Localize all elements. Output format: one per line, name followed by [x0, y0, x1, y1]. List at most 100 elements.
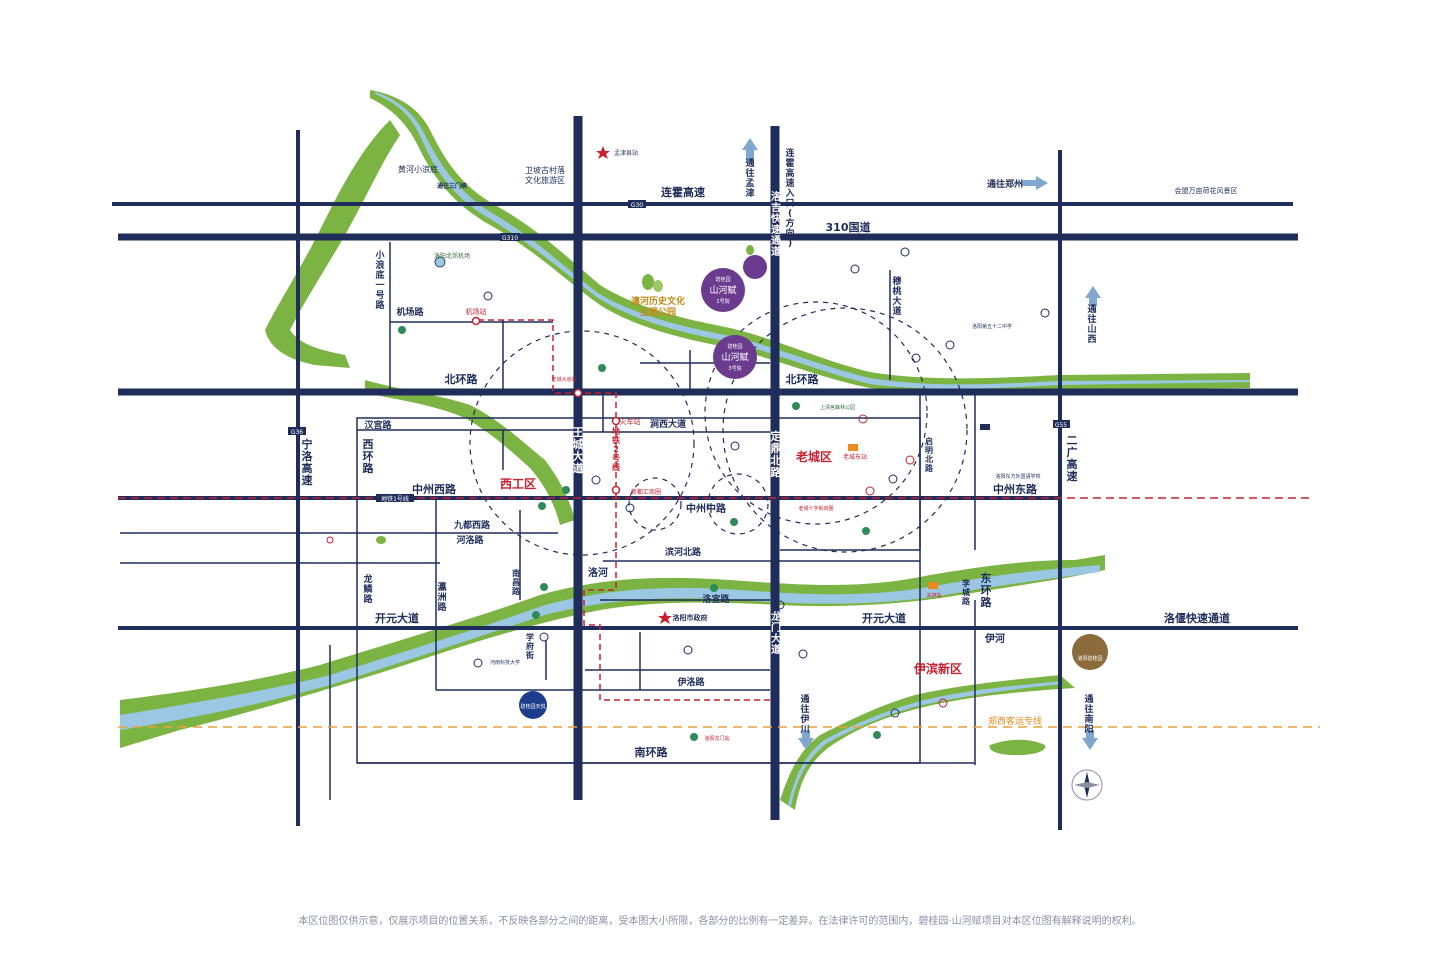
label-kaiyuan-e: 开元大道	[862, 611, 906, 625]
poi-mudan: 会盟万亩荷花风景区	[1175, 186, 1238, 195]
bgy-3-badge: 碧桂园 山河赋 3号院	[713, 335, 757, 379]
direction-sanmenxia: 通往三门峡	[437, 182, 467, 190]
label-zhongzhou-m: 中州中路	[686, 502, 727, 515]
label-xihuan: 西环路	[363, 438, 375, 475]
poi-kexue: 河南科技大学	[490, 659, 520, 666]
label-binhe: 滨河北路	[665, 546, 702, 558]
major-roads	[112, 116, 1298, 830]
label-yingzhou: 瀛洲路	[437, 581, 447, 613]
label-longlin: 龙鳞路	[362, 573, 373, 605]
poi-wangcheng-station: 王城大道站	[551, 376, 576, 383]
poi-city-gov: 洛阳市政府	[673, 613, 708, 622]
disclaimer-text: 本区位图仅供示意，仅展示项目的位置关系，不反映各部分之间的距离，受本图大小所限，…	[298, 916, 1142, 927]
poi-longmen-station: 洛阳龙门站	[704, 735, 729, 742]
bgy-1-badge: 碧桂园 山河赋 1号院	[701, 268, 745, 312]
poi-dongfang: 洛阳东方外国语学校	[995, 473, 1040, 480]
label-zhengxi: 郑西客运专线	[988, 715, 1042, 727]
label-longmen: 龙门大道	[770, 610, 781, 656]
label-qiming: 启明北路	[925, 436, 934, 473]
poi-laocheng-shizi: 老城十字街商圈	[798, 505, 833, 512]
label-lianhuo: 连霍高速	[661, 185, 705, 199]
label-nanchang: 南昌路	[512, 568, 521, 596]
poi-markers	[326, 247, 1050, 741]
poi-huanghe: 黄河小浪底	[398, 164, 438, 174]
label-310: 310国道	[826, 220, 871, 234]
label-yihe: 伊河	[984, 632, 1005, 645]
label-muyuan: 穆桃大道	[892, 275, 901, 317]
poi-lake-park: 上清宫森林公园	[820, 404, 855, 411]
poi-airport: 洛阳北郊机场	[434, 252, 470, 260]
bgy-tianyue-name: 碧桂园天悦	[520, 703, 545, 710]
label-beihuan-e: 北环路	[786, 372, 820, 386]
label-luoyan: 洛偃快速通道	[1164, 611, 1230, 625]
label-beihuan-w: 北环路	[445, 372, 479, 386]
yi-river	[780, 675, 1075, 810]
label-nanhuan: 南环路	[635, 745, 669, 759]
poi-weipo: 卫坡古村落文化旅游区	[525, 165, 565, 185]
metro1-badge: 地铁1号线	[381, 495, 409, 503]
label-jichang: 机场路	[396, 306, 424, 318]
highway-badges: G30 G310 G36 G55 地铁1号线	[288, 200, 1070, 503]
poi-train-station: 火车站	[620, 417, 641, 426]
label-luoji: 洛吉快速通道	[770, 190, 782, 258]
poi-chanhe-park: 瀍河历史文化主题公园	[631, 295, 685, 318]
label-kaiyuan-w: 开元大道	[375, 611, 419, 625]
label-lianhuo-entrance: 连霍高速入口(方向)	[784, 147, 795, 249]
bgy-small-badge	[743, 255, 767, 279]
poi-mengjin-station: 孟津县站	[614, 149, 638, 157]
direction-mengjin: 通往孟津	[745, 157, 754, 199]
southeast-green	[989, 739, 1046, 756]
g55-badge: G55	[1055, 422, 1067, 429]
label-luoyi: 洛宜路	[702, 593, 730, 605]
label-erguang: 二广高速	[1067, 434, 1078, 483]
poi-laochengdong: 老城东站	[843, 453, 867, 461]
g310-badge: G310	[502, 235, 518, 242]
bgy-1-name: 山河赋	[709, 284, 736, 296]
direction-nanyang: 通往南阳	[1084, 693, 1093, 735]
label-jiudu: 九都西路	[453, 519, 491, 531]
direction-arrows	[742, 138, 1101, 750]
metro-line-2	[478, 319, 772, 701]
label-luohe: 洛河	[588, 566, 608, 579]
district-laocheng: 老城区	[796, 449, 832, 464]
poi-xindu: 新都汇商圈	[631, 488, 661, 496]
g30-badge: G30	[631, 202, 643, 209]
label-yiluo: 伊洛路	[676, 676, 705, 688]
label-heluo: 河洛路	[456, 534, 484, 546]
luo-river	[120, 555, 1105, 748]
district-yibin: 伊滨新区	[913, 661, 962, 676]
chan-river	[370, 90, 1250, 393]
label-hangong: 汉宫路	[364, 419, 392, 431]
direction-shanxi: 通往山西	[1087, 303, 1096, 345]
poi-school-52: 洛阳第五十二中学	[972, 323, 1012, 330]
bgy-3-no: 3号院	[728, 365, 741, 372]
label-wangcheng: 王城大道	[573, 426, 584, 475]
bgy-1-brand: 碧桂园	[715, 276, 730, 283]
label-zhongzhou-w: 中州西路	[412, 482, 457, 496]
label-dingding: 定鼎北路	[771, 429, 783, 479]
bgy-logo-name: 洛阳碧桂园	[1077, 655, 1102, 662]
park-trees	[376, 245, 754, 544]
label-xiaolangdi: 小浪底一号路	[374, 249, 385, 311]
poi-jichang-station: 机场站	[466, 307, 487, 316]
radius-circles	[469, 301, 968, 556]
secondary-roads	[120, 242, 976, 800]
bgy-3-name: 山河赋	[721, 351, 748, 363]
poi-guanlin-station: 关林站	[926, 592, 941, 599]
label-xuefu: 学府街	[525, 632, 534, 660]
direction-yichuan: 通往伊川	[799, 693, 809, 735]
bgy-logo-badge: 洛阳碧桂园	[1072, 634, 1108, 670]
bgy-tianyue-badge: 碧桂园天悦	[519, 691, 547, 719]
bgy-1-no: 1号院	[716, 298, 729, 305]
bgy-3-brand: 碧桂园	[727, 343, 742, 350]
compass-icon	[1071, 769, 1103, 801]
label-jianxi: 涧西大道	[650, 418, 686, 430]
vertical-labels: 宁洛高速 西环路 小浪底一号路 龙鳞路 瀛洲路 南昌路 学府街 王城大道 定鼎北…	[302, 147, 1078, 660]
label-donghuan: 东环路	[981, 571, 993, 609]
g36-badge: G36	[291, 429, 303, 436]
district-xigong: 西工区	[500, 477, 536, 491]
label-lijing: 李城路	[961, 578, 971, 606]
direction-zhengzhou: 通往郑州	[987, 178, 1023, 190]
